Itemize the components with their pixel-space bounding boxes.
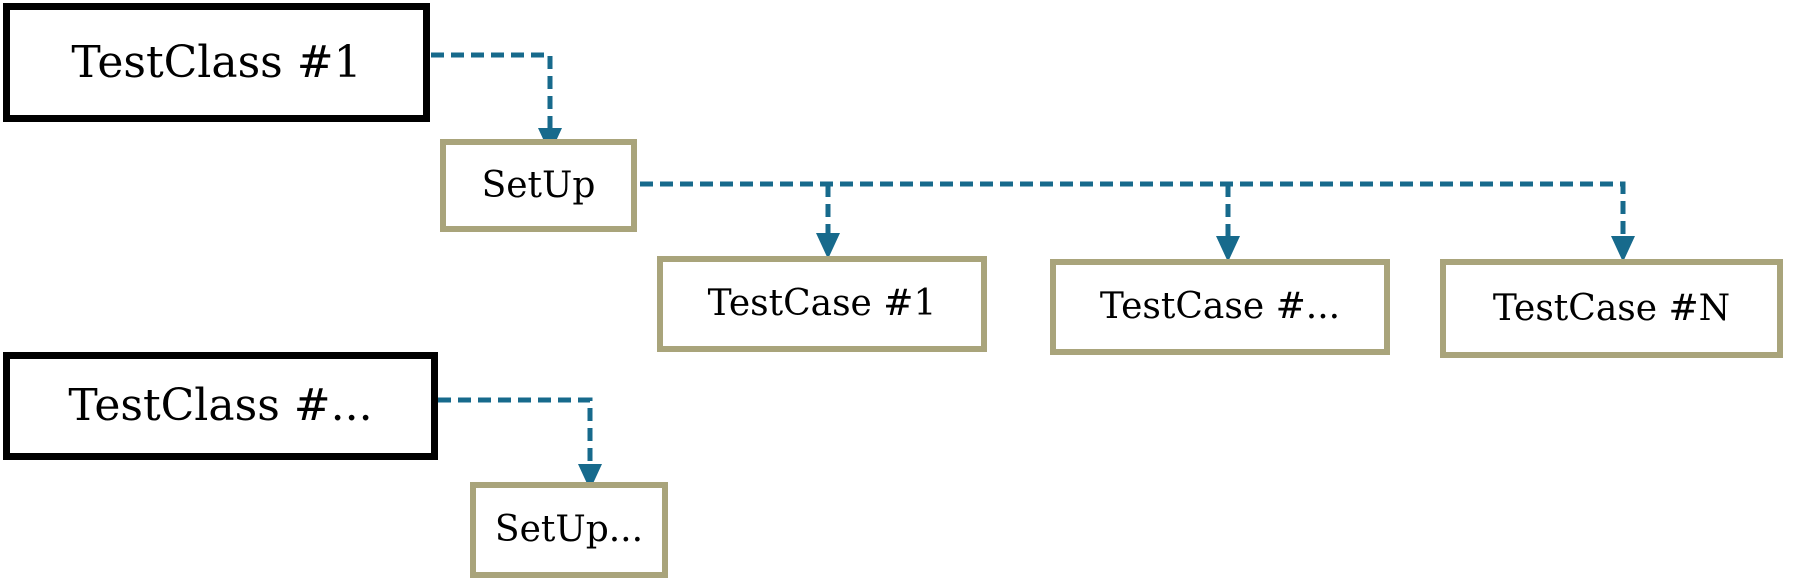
node-testcase-1: TestCase #1 — [657, 256, 987, 352]
node-setup-label: SetUp — [481, 164, 596, 206]
node-setup: SetUp — [440, 139, 637, 232]
edge-testclass1-to-setup — [431, 52, 553, 128]
node-testclass-dots-label: TestClass #... — [68, 380, 373, 431]
node-testcase-dots: TestCase #... — [1050, 259, 1390, 355]
node-setup-dots: SetUp... — [470, 482, 668, 578]
edge-setup-to-testcase-n — [640, 181, 1626, 236]
node-testclass-dots: TestClass #... — [3, 352, 438, 460]
node-testcase-dots-label: TestCase #... — [1099, 286, 1341, 327]
node-testcase-1-label: TestCase #1 — [707, 283, 937, 324]
node-setup-dots-label: SetUp... — [494, 509, 644, 550]
node-testclass-1: TestClass #1 — [3, 3, 430, 122]
node-testcase-n: TestCase #N — [1440, 259, 1783, 358]
node-testcase-n-label: TestCase #N — [1492, 287, 1731, 329]
node-testclass-1-label: TestClass #1 — [71, 36, 362, 88]
edge-testclassdots-to-setupdots — [438, 397, 593, 464]
